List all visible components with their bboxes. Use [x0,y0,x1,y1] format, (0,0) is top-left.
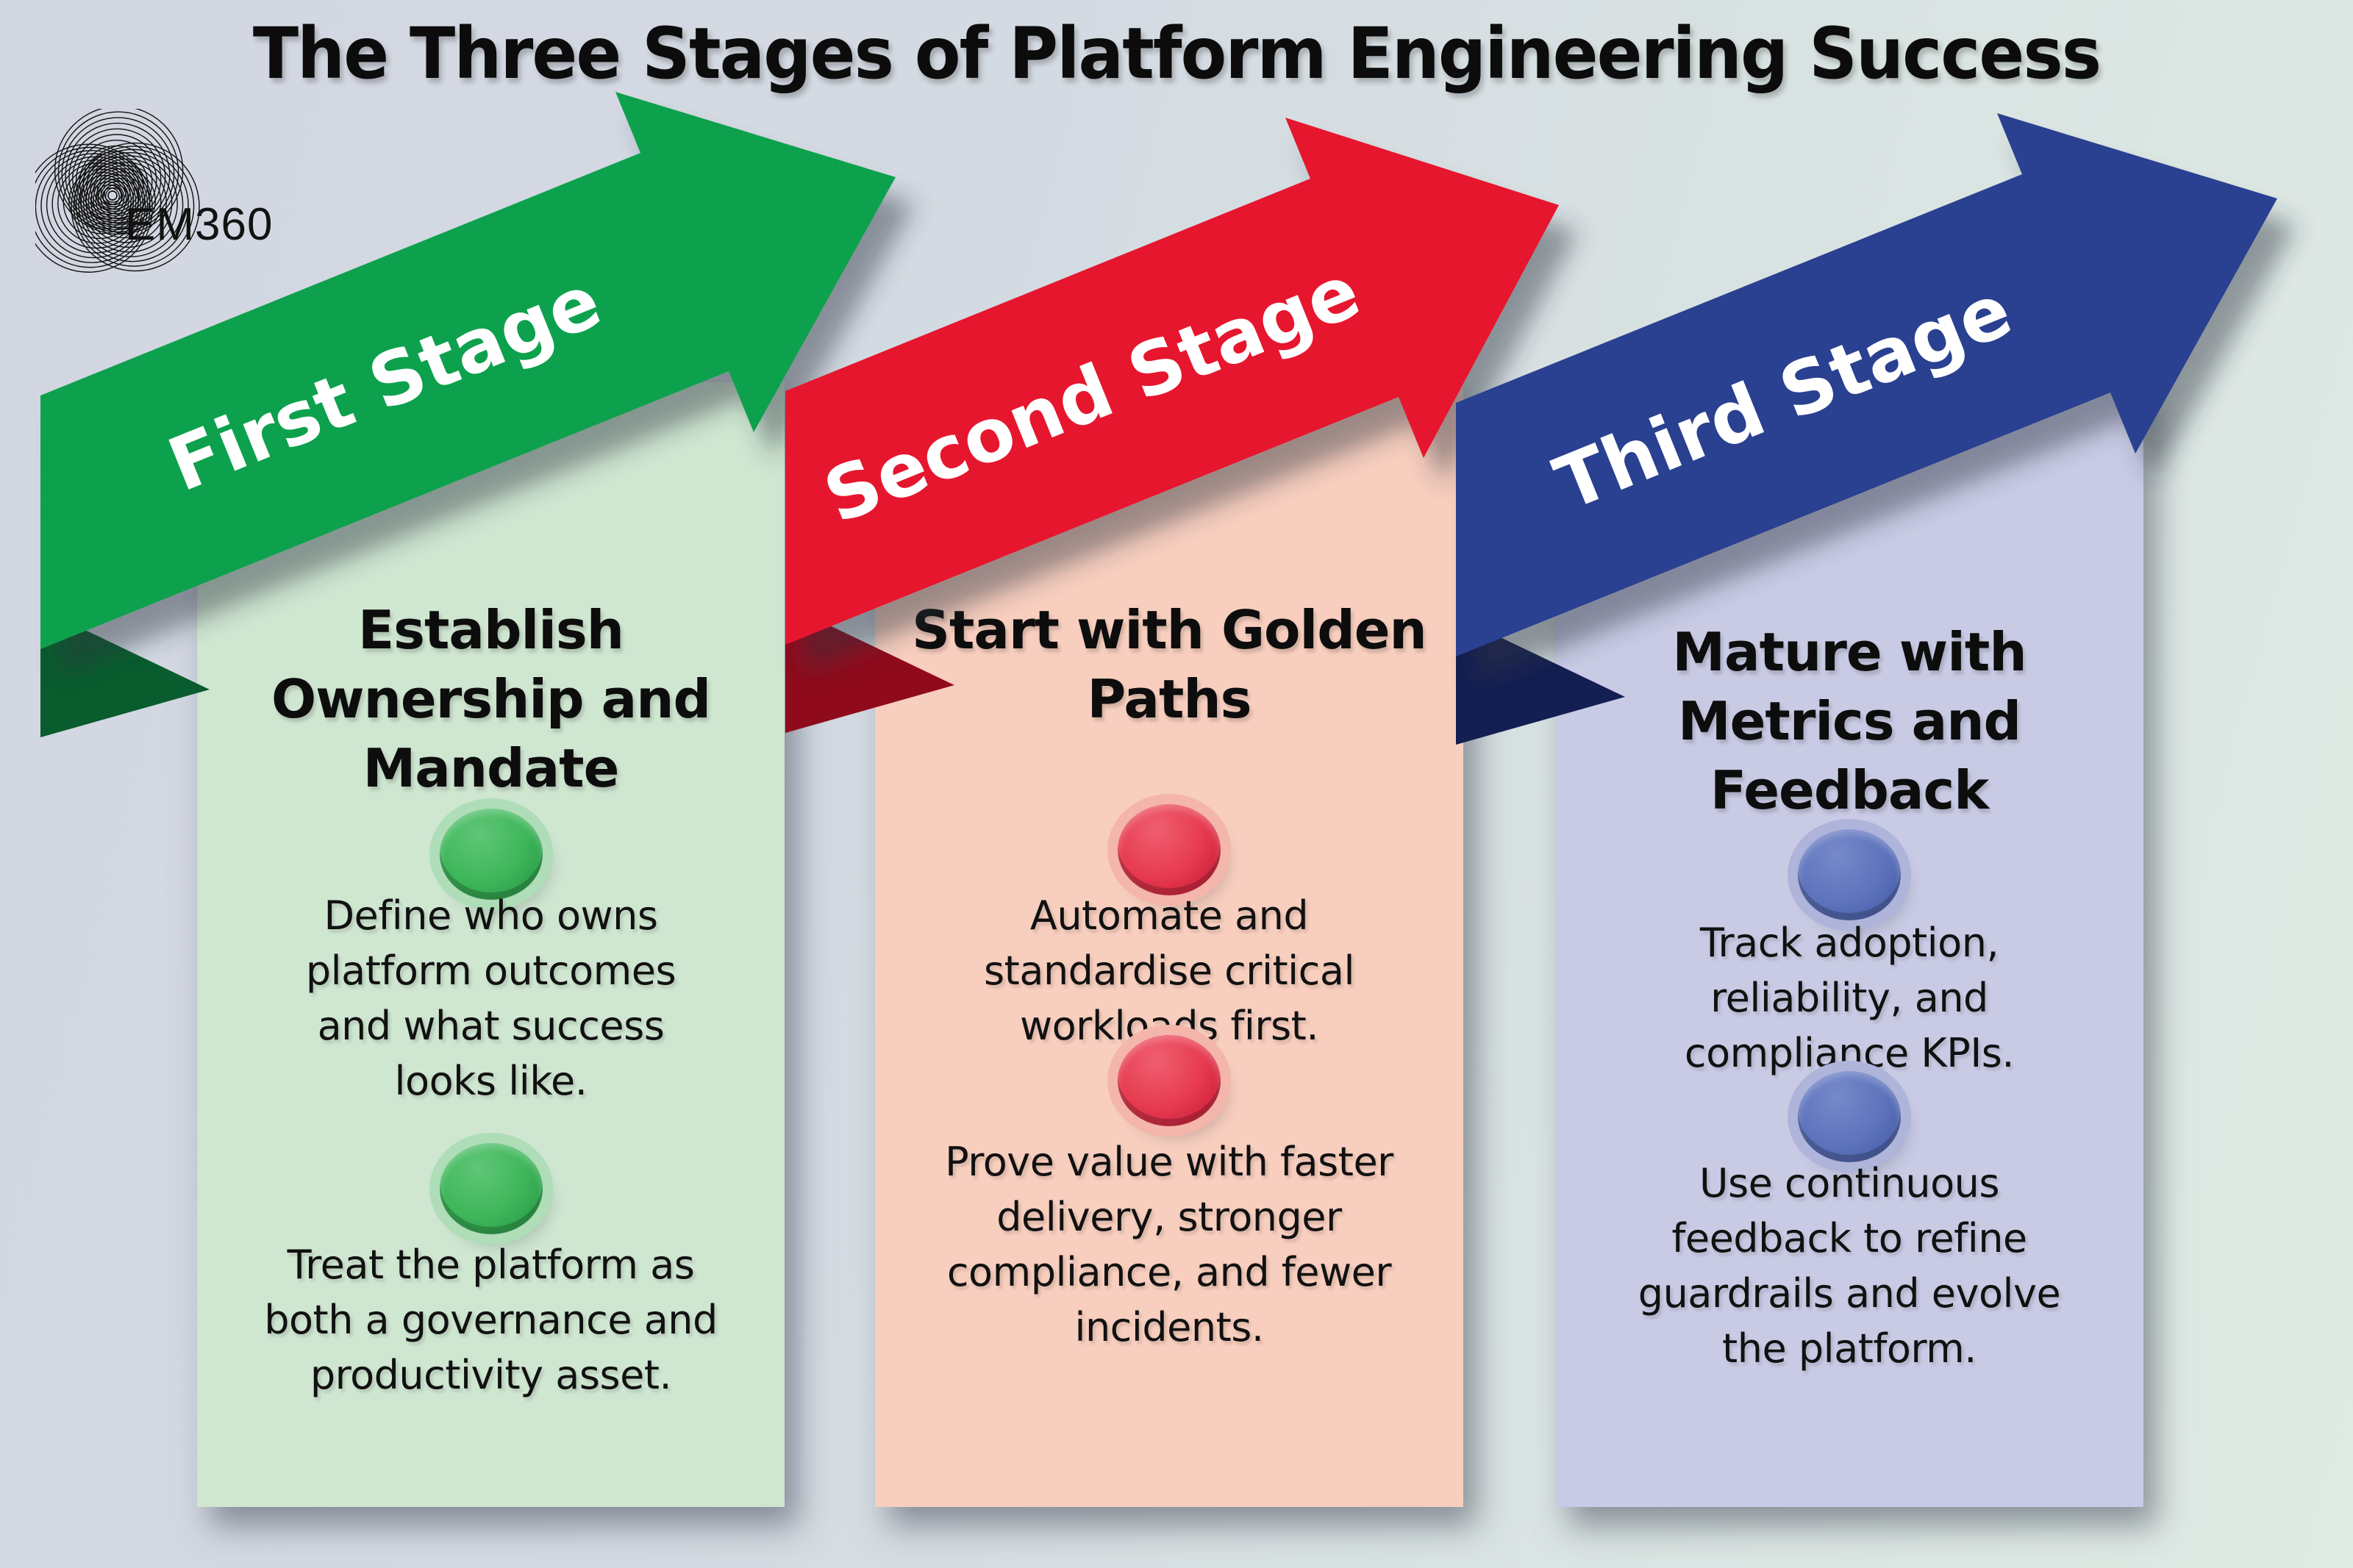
bullet-dot-icon [1118,804,1221,895]
third-stage-item-1: Track adoption, reliability, and complia… [1684,920,2015,1076]
third-stage-item-2: Use continuous feedback to refine guardr… [1638,1160,2061,1372]
second-stage-item-2: Prove value with faster delivery, strong… [945,1139,1393,1350]
third-stage-panel-title: Mature with Metrics and Feedback [1672,621,2027,821]
first-stage-panel: Establish Ownership and Mandate Define w… [197,382,785,1507]
em360-spiral-icon [35,109,200,273]
bullet-dot-icon [439,1143,543,1234]
bullet-dot-icon [1798,829,1901,920]
first-stage-panel-title: Establish Ownership and Mandate [271,599,711,799]
second-stage-panel: Start with Golden Paths Automate and sta… [875,382,1463,1507]
bullet-dot-icon [439,809,543,900]
second-stage-panel-title: Start with Golden Paths [912,599,1427,730]
em360-logo: EM360 [35,109,329,285]
em360-logo-text: EM360 [125,199,274,250]
second-stage-item-1: Automate and standardise critical worklo… [984,892,1354,1049]
first-stage-item-2: Treat the platform as both a governance … [264,1242,718,1398]
third-stage-panel: Mature with Metrics and Feedback Track a… [1555,382,2143,1507]
bullet-dot-icon [1798,1071,1901,1162]
bullet-dot-icon [1118,1035,1221,1126]
first-stage-item-1: Define who owns platform outcomes and wh… [305,892,676,1104]
page-title: The Three Stages of Platform Engineering… [252,12,2102,95]
